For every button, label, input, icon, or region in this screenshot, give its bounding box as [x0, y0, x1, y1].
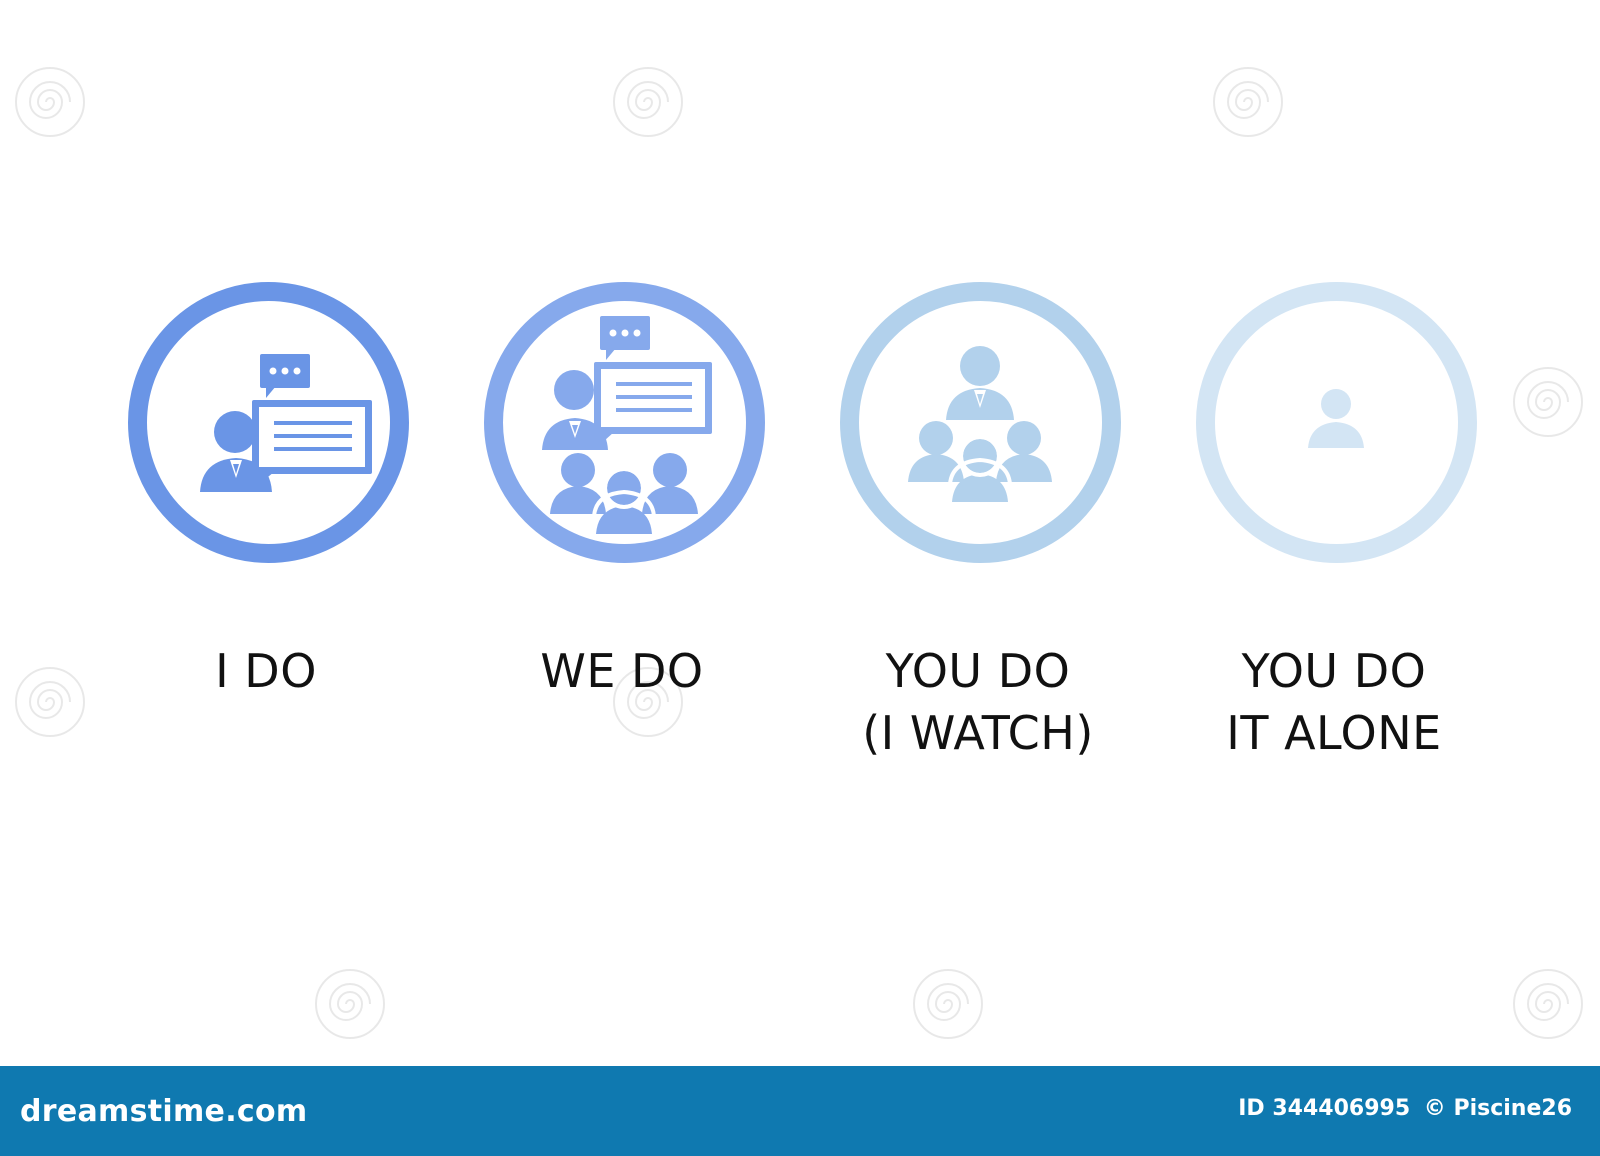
step-label-line2: IT ALONE — [1226, 706, 1442, 760]
stock-footer-bar: dreamstime.com ID 344406995 © Piscine26 — [0, 1066, 1600, 1156]
step-label: YOU DO (I WATCH) — [818, 640, 1138, 764]
step-label-line1: I DO — [215, 644, 317, 698]
spiral-watermark-icon — [913, 969, 983, 1039]
image-author: © Piscine26 — [1423, 1096, 1572, 1121]
spiral-watermark-icon — [613, 667, 683, 737]
spiral-watermark-icon — [1513, 367, 1583, 437]
step-label-line2: (I WATCH) — [862, 706, 1094, 760]
step-you-do-i-watch: YOU DO (I WATCH) — [818, 280, 1138, 780]
spiral-watermark-icon — [15, 67, 85, 137]
step-i-do: I DO — [106, 280, 426, 780]
spiral-watermark-icon — [15, 667, 85, 737]
step-label-line1: WE DO — [540, 644, 704, 698]
step-label-line1: YOU DO — [885, 644, 1071, 698]
step-we-do: WE DO — [462, 280, 782, 780]
step-label: I DO — [106, 640, 426, 702]
step-you-do-it-alone: YOU DO IT ALONE — [1174, 280, 1494, 780]
spiral-watermark-icon — [1213, 67, 1283, 137]
single-person-icon — [1196, 282, 1477, 563]
step-label: YOU DO IT ALONE — [1174, 640, 1494, 764]
spiral-watermark-icon — [1513, 969, 1583, 1039]
group-with-leader-icon — [840, 282, 1121, 563]
brand-logo-text: dreamstime.com — [20, 1094, 308, 1129]
teacher-with-group-icon — [484, 282, 765, 563]
image-id: ID 344406995 — [1238, 1096, 1411, 1121]
image-credit: ID 344406995 © Piscine26 — [1238, 1096, 1572, 1121]
step-label: WE DO — [462, 640, 782, 702]
spiral-watermark-icon — [315, 969, 385, 1039]
spiral-watermark-icon — [613, 67, 683, 137]
teacher-speaking-icon — [128, 282, 409, 563]
step-label-line1: YOU DO — [1241, 644, 1427, 698]
